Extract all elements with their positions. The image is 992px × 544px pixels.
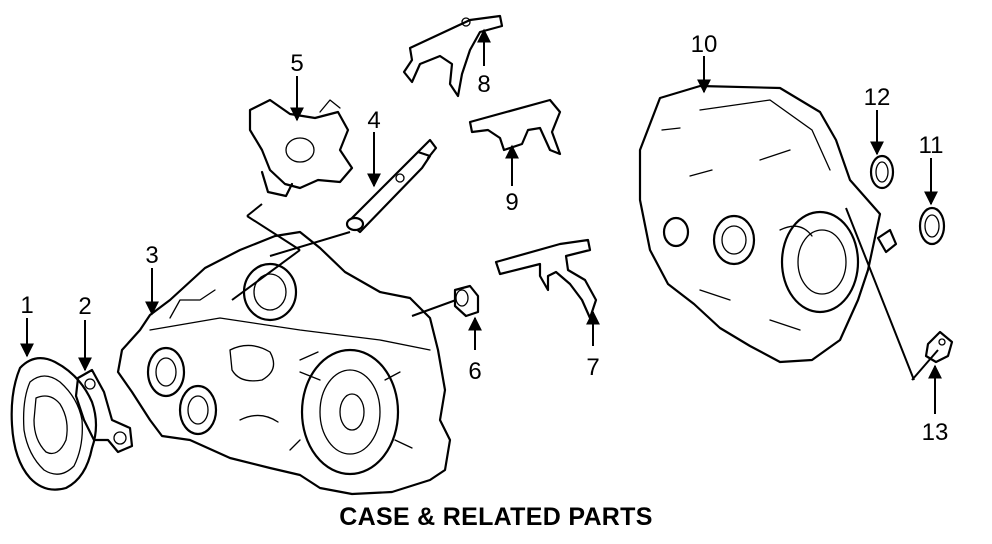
shift-fork-9	[468, 98, 562, 156]
sensor	[924, 330, 954, 364]
shift-fork-8	[402, 14, 504, 98]
shift-lever-housing	[248, 98, 354, 198]
callout-1: 1	[20, 292, 33, 319]
bushing	[453, 284, 480, 318]
diagram-caption: CASE & RELATED PARTS	[339, 503, 653, 531]
callout-10: 10	[691, 31, 718, 58]
oil-seal-11	[918, 206, 946, 246]
callout-6: 6	[468, 358, 481, 385]
transaxle-case	[116, 230, 452, 496]
callout-labels: 1 2 3 4 5 6 7 8 9 10 11 12 13	[20, 31, 948, 446]
clutch-housing	[638, 84, 898, 364]
callout-12: 12	[864, 84, 891, 111]
relation-lines	[231, 203, 939, 381]
callout-3: 3	[145, 242, 158, 269]
oil-seal-12	[869, 154, 895, 190]
shift-fork-7	[494, 238, 598, 320]
callout-9: 9	[505, 189, 518, 216]
callout-arrows	[20, 28, 942, 414]
callout-8: 8	[477, 71, 490, 98]
callout-5: 5	[290, 50, 303, 77]
cover-bracket	[74, 368, 134, 454]
callout-2: 2	[78, 293, 91, 320]
shift-rod	[345, 138, 438, 234]
callout-13: 13	[922, 419, 949, 446]
callout-4: 4	[367, 107, 380, 134]
callout-7: 7	[586, 354, 599, 381]
end-cover-gasket	[10, 357, 98, 491]
callout-11: 11	[919, 132, 944, 159]
